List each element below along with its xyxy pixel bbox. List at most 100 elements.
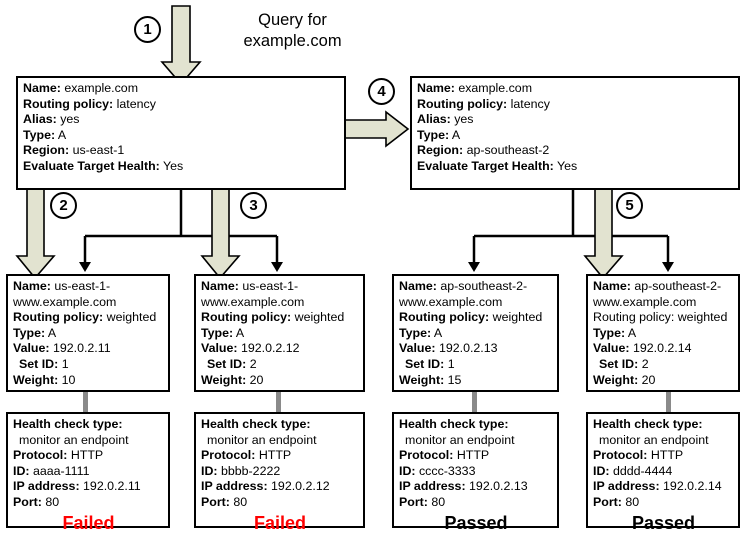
hc-ip-label: IP address: [399, 479, 466, 494]
record-policy-value: weighted [677, 310, 728, 325]
record-type-value: A [433, 325, 443, 340]
record-value-label: Value: [593, 341, 630, 356]
hc-id-label: ID: [593, 463, 610, 478]
hc-type-value: monitor an endpoint [207, 432, 317, 447]
record-weight-label: Weight: [399, 372, 445, 387]
flow-arrow-3 [200, 185, 241, 280]
link-rec4-hc4 [666, 392, 671, 412]
alias-name-row: Name: example.com [417, 81, 734, 97]
record-value-row: Value: 192.0.2.11 [13, 341, 164, 357]
hc-port-row: Port: 80 [399, 495, 553, 511]
alias-policy-row: Routing policy: latency [417, 97, 734, 113]
record-name-row-2: www.example.com [593, 294, 697, 309]
alias-type-label: Type: [417, 127, 450, 142]
hc-id-value: cccc-3333 [418, 463, 476, 478]
record-value-value: 192.0.2.12 [240, 341, 300, 356]
step-badge-1: 1 [134, 16, 161, 43]
hc-id-label: ID: [201, 463, 218, 478]
hc-ip-value: 192.0.2.14 [663, 479, 722, 494]
hc-ip-row: IP address: 192.0.2.12 [201, 479, 359, 495]
health-check-1: Health check type: monitor an endpoint P… [6, 412, 170, 533]
record-value-row: Value: 192.0.2.13 [399, 341, 553, 357]
status-badge: Passed [444, 512, 508, 533]
hc-ip-row: IP address: 192.0.2.13 [399, 479, 553, 495]
record-type-value: A [627, 325, 637, 340]
record-type-row: Type: A [201, 326, 359, 342]
query-caption: Query for example.com [205, 10, 380, 52]
hc-type-label: Health check type: [593, 417, 703, 431]
query-caption-line2: example.com [243, 32, 342, 50]
status-badge: Failed [62, 512, 115, 533]
record-setid-value: 1 [447, 356, 455, 371]
record-value-label: Value: [13, 341, 50, 356]
record-name-row-2: www.example.com [13, 294, 117, 309]
record-policy-value: weighted [492, 310, 543, 325]
alias-name-label: Name: [417, 81, 455, 95]
record-type-label: Type: [399, 325, 432, 340]
flow-arrow-1 [160, 5, 202, 86]
record-type-row: Type: A [13, 326, 164, 342]
alias-record-ap-southeast-2: Name: example.com Routing policy: latenc… [410, 76, 740, 190]
record-value-value: 192.0.2.13 [438, 341, 498, 356]
record-name-value: ap-southeast-2- [440, 279, 528, 293]
alias-region-row: Region: ap-southeast-2 [417, 143, 734, 159]
hc-port-label: Port: [399, 494, 428, 509]
link-rec3-hc3 [472, 392, 477, 412]
record-weight-label: Weight: [13, 372, 59, 387]
hc-type-label: Health check type: [201, 417, 311, 431]
step-badge-5: 5 [616, 192, 643, 219]
record-policy-value: weighted [106, 310, 157, 325]
record-value-row: Value: 192.0.2.14 [593, 341, 734, 357]
hc-id-row: ID: dddd-4444 [593, 464, 734, 480]
alias-policy-value: latency [116, 96, 156, 111]
record-setid-label: Set ID: [207, 356, 247, 371]
record-policy-row: Routing policy: weighted [399, 310, 553, 326]
hc-protocol-row: Protocol: HTTP [399, 448, 553, 464]
record-setid-row: Set ID: 2 [593, 357, 734, 373]
record-type-label: Type: [13, 325, 46, 340]
hc-id-row: ID: cccc-3333 [399, 464, 553, 480]
hc-port-value: 80 [431, 494, 446, 509]
status-badge: Passed [631, 512, 696, 533]
record-name-label: Name: [201, 279, 239, 293]
record-value-label: Value: [201, 341, 238, 356]
hc-id-row: ID: bbbb-2222 [201, 464, 359, 480]
record-type-row: Type: A [399, 326, 553, 342]
record-type-row: Type: A [593, 326, 734, 342]
record-name-label: Name: [399, 279, 437, 293]
alias-record-us-east-1: Name: example.com Routing policy: latenc… [16, 76, 346, 190]
record-policy-value: weighted [294, 310, 345, 325]
hc-type-value: monitor an endpoint [19, 432, 129, 447]
record-weight-label: Weight: [593, 372, 639, 387]
hc-port-value: 80 [45, 494, 60, 509]
record-name-row-2: www.example.com [399, 294, 503, 309]
hc-port-value: 80 [233, 494, 248, 509]
record-value-value: 192.0.2.14 [632, 341, 692, 356]
step-badge-2: 2 [50, 192, 77, 219]
record-policy-row: Routing policy: weighted [201, 310, 359, 326]
link-rec1-hc1 [83, 392, 88, 412]
hc-type-value: monitor an endpoint [599, 432, 709, 447]
hc-port-row: Port: 80 [13, 495, 164, 511]
record-healthcheck-links [83, 392, 671, 412]
alias-name-value: example.com [64, 81, 139, 95]
record-name-row: Name: ap-southeast-2- [593, 279, 734, 295]
health-check-2: Health check type: monitor an endpoint P… [194, 412, 365, 533]
record-name-label: Name: [593, 279, 631, 293]
record-setid-label: Set ID: [599, 356, 639, 371]
alias-alias-row: Alias: yes [417, 112, 734, 128]
alias-policy-value: latency [510, 96, 550, 111]
record-setid-label: Set ID: [405, 356, 445, 371]
record-type-label: Type: [593, 325, 626, 340]
record-policy-label: Routing policy: [593, 310, 675, 325]
hc-protocol-value: HTTP [70, 448, 104, 463]
hc-port-label: Port: [201, 494, 230, 509]
step-badge-4: 4 [368, 78, 395, 105]
alias-region-row: Region: us-east-1 [23, 143, 340, 159]
record-type-label: Type: [201, 325, 234, 340]
alias-type-label: Type: [23, 127, 56, 142]
record-setid-row: Set ID: 2 [201, 357, 359, 373]
hc-ip-label: IP address: [593, 479, 660, 494]
record-name-row: Name: us-east-1- [13, 279, 164, 295]
record-weight-value: 10 [61, 372, 76, 387]
